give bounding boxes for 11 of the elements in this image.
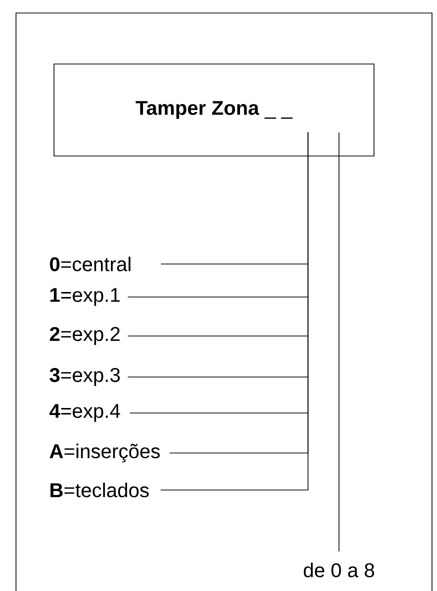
option-label: 0=central — [50, 256, 130, 272]
leader-line — [160, 132, 308, 490]
leader-line — [338, 132, 340, 552]
note-text: de 0 a 8 — [304, 562, 374, 578]
option-label: 4=exp.4 — [50, 404, 120, 422]
option-label: 2=exp.2 — [50, 326, 120, 346]
option-label: B=teclados — [50, 482, 149, 498]
title-box: Tamper Zona _ _ — [54, 64, 374, 156]
option-label: 3=exp.3 — [50, 368, 120, 386]
option-label: A=inserções — [50, 444, 160, 462]
option-label: 1=exp.1 — [50, 288, 120, 306]
